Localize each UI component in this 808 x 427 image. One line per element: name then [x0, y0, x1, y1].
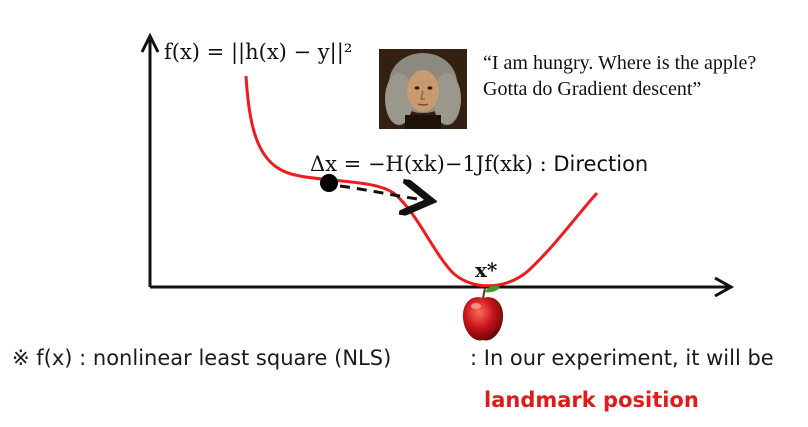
direction-label: Direction	[553, 152, 649, 176]
current-point	[320, 174, 338, 192]
newton-quote: “I am hungry. Where is the apple? Gotta …	[483, 52, 757, 100]
x-axis-arrowhead	[714, 276, 735, 298]
newton-portrait	[379, 49, 467, 129]
cost-function-formula: f(x) = ||h(x) − y||²	[164, 40, 353, 64]
y-axis-arrowhead	[140, 32, 160, 53]
landmark-position-note: landmark position	[484, 388, 699, 412]
apple-icon	[462, 285, 504, 341]
experiment-note: : In our experiment, it will be	[470, 346, 774, 370]
minimum-label: x*	[475, 258, 498, 282]
nls-note: ※ f(x) : nonlinear least square (NLS)	[12, 346, 392, 370]
direction-arrow	[339, 186, 425, 200]
direction-formula: Δx = −H(xk)−1Jf(xk) :	[310, 152, 547, 176]
direction-equation: Δx = −H(xk)−1Jf(xk) : Direction	[310, 152, 648, 176]
cost-curve	[244, 75, 599, 288]
